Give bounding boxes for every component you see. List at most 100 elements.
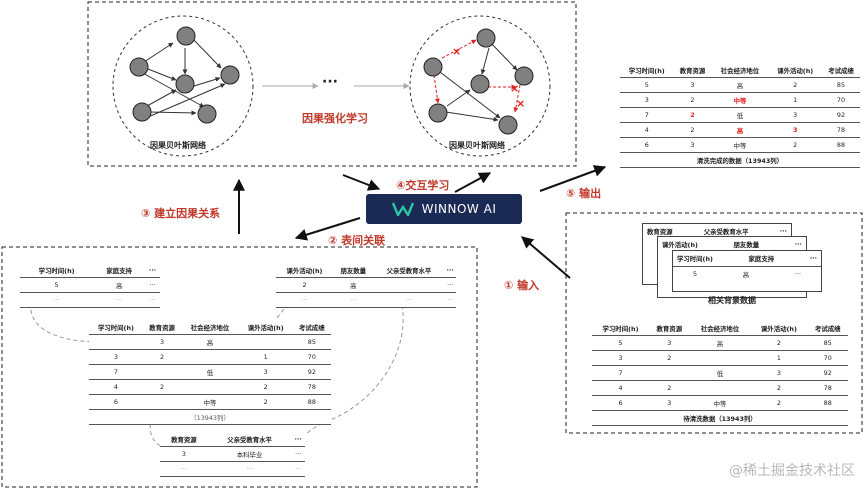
cell: 3 <box>89 349 143 365</box>
table-caption: 待清洗数据（13943列） <box>592 410 848 426</box>
cell: 3 <box>768 107 822 123</box>
header-cell: 考试成绩 <box>814 324 841 333</box>
bg-header: ··· <box>809 254 817 262</box>
header-cell: 社会经济地位 <box>190 323 230 332</box>
cell: 3 <box>673 77 712 93</box>
header-cell: 父亲受教育水平 <box>386 266 432 275</box>
cell: 4 <box>89 379 143 395</box>
step-3-label: ③ 建立因果关系 <box>141 207 221 220</box>
header-cell: 学习时间(h) <box>602 324 639 333</box>
cell: 78 <box>821 122 860 138</box>
header-cell: 学习时间(h) <box>38 266 75 275</box>
svg-text:×: × <box>516 97 525 110</box>
cell: 3 <box>592 350 650 366</box>
join-table-1: 学习时间(h) 家庭支持 ··· 5 高 ··· ··· ··· ··· <box>20 263 160 308</box>
cell: 3 <box>750 365 808 381</box>
cell <box>181 379 239 395</box>
cell: 高 <box>711 77 769 93</box>
header-cell: ··· <box>446 266 454 274</box>
header-cell: 父亲受教育水平 <box>227 435 272 444</box>
arrow-5 <box>539 165 607 192</box>
cell: 3 <box>160 446 208 462</box>
step-5-label: ⑤ 输出 <box>566 187 602 200</box>
cell: 7 <box>89 364 143 380</box>
cell: 92 <box>821 107 860 123</box>
table-caption: 清洗完成的数据（13943列） <box>620 152 860 168</box>
bg-data-caption: 相关背景数据 <box>708 296 756 305</box>
causal-rl-label: 因果强化学习 <box>302 112 368 125</box>
cell: 3 <box>142 334 182 350</box>
header-cell: 教育资源 <box>656 324 683 333</box>
cell: 5 <box>592 335 650 351</box>
cell: 92 <box>807 365 848 381</box>
cell: 2 <box>768 77 822 93</box>
cell: 2 <box>768 137 822 153</box>
cell: 2 <box>649 380 690 396</box>
step-2-label: ② 表间关联 <box>328 234 386 247</box>
cell: 85 <box>292 334 331 350</box>
cell: 78 <box>807 380 848 396</box>
cell: ··· <box>444 292 456 308</box>
cell: 78 <box>292 379 331 395</box>
cell: 1 <box>238 349 293 365</box>
svg-text:×: × <box>452 45 461 58</box>
header-cell: 课外活动(h) <box>247 323 284 332</box>
cell: ··· <box>291 461 305 477</box>
right-network-caption: 因果贝叶斯网络 <box>449 141 505 150</box>
cell: 70 <box>292 349 331 365</box>
table-caption: （13943列） <box>89 409 331 425</box>
bg-header: 家庭支持 <box>748 255 775 263</box>
cell: 高 <box>181 334 239 350</box>
cell <box>649 365 690 381</box>
header-cell: 课外活动(h) <box>286 266 323 275</box>
cell: 4 <box>592 380 650 396</box>
cell <box>689 380 751 396</box>
bg-table-3: 学习时间(h) 家庭支持 ··· 5 高 ··· <box>672 250 822 292</box>
cell <box>373 277 445 293</box>
header-cell: 社会经济地位 <box>720 66 760 75</box>
cell: 中等 <box>689 395 751 411</box>
header-cell: ··· <box>294 435 302 443</box>
cell: 3 <box>649 335 690 351</box>
join-table-2: 课外活动(h) 朋友数量 父亲受教育水平 ··· 2 高 ··· ··· ···… <box>276 263 456 308</box>
top-panel-frame <box>87 1 577 167</box>
brand-name: WINNOW AI <box>421 202 497 216</box>
step-1-label: ① 输入 <box>504 279 540 292</box>
cell: ··· <box>276 292 333 308</box>
cell: 70 <box>821 92 860 108</box>
cell <box>142 364 182 380</box>
bg-header: 朋友数量 <box>733 241 760 249</box>
cell: 70 <box>807 350 848 366</box>
cell: 2 <box>276 277 333 293</box>
cell: 7 <box>620 107 674 123</box>
winnow-ai-badge: WINNOW AI <box>366 194 522 224</box>
cell: 6 <box>89 394 143 410</box>
header-cell: 教育资源 <box>679 66 706 75</box>
header-cell: 课外活动(h) <box>760 324 797 333</box>
cell: 2 <box>750 395 808 411</box>
cell <box>238 334 293 350</box>
header-cell: 学习时间(h) <box>628 66 665 75</box>
bg-cell: ··· <box>794 270 801 278</box>
header-cell: 教育资源 <box>149 323 175 332</box>
header-cell: 学习时间(h) <box>97 323 134 332</box>
cell: 5 <box>20 277 94 293</box>
right-bayes-network: × × × <box>409 15 551 157</box>
cell: 中等 <box>711 137 769 153</box>
cell <box>689 350 751 366</box>
cell: 2 <box>142 379 182 395</box>
arrow-1 <box>521 236 571 279</box>
cell: 6 <box>592 395 650 411</box>
cell: ··· <box>93 292 146 308</box>
cell <box>89 334 143 350</box>
cell: 3 <box>649 395 690 411</box>
cell <box>181 349 239 365</box>
cell: 2 <box>750 335 808 351</box>
cell: ··· <box>160 461 208 477</box>
step-4-label: ④交互学习 <box>396 179 450 192</box>
cell-filled: 3 <box>768 122 822 138</box>
cell-filled: 中等 <box>711 92 769 108</box>
cell: 低 <box>711 107 769 123</box>
cell: 2 <box>238 394 293 410</box>
